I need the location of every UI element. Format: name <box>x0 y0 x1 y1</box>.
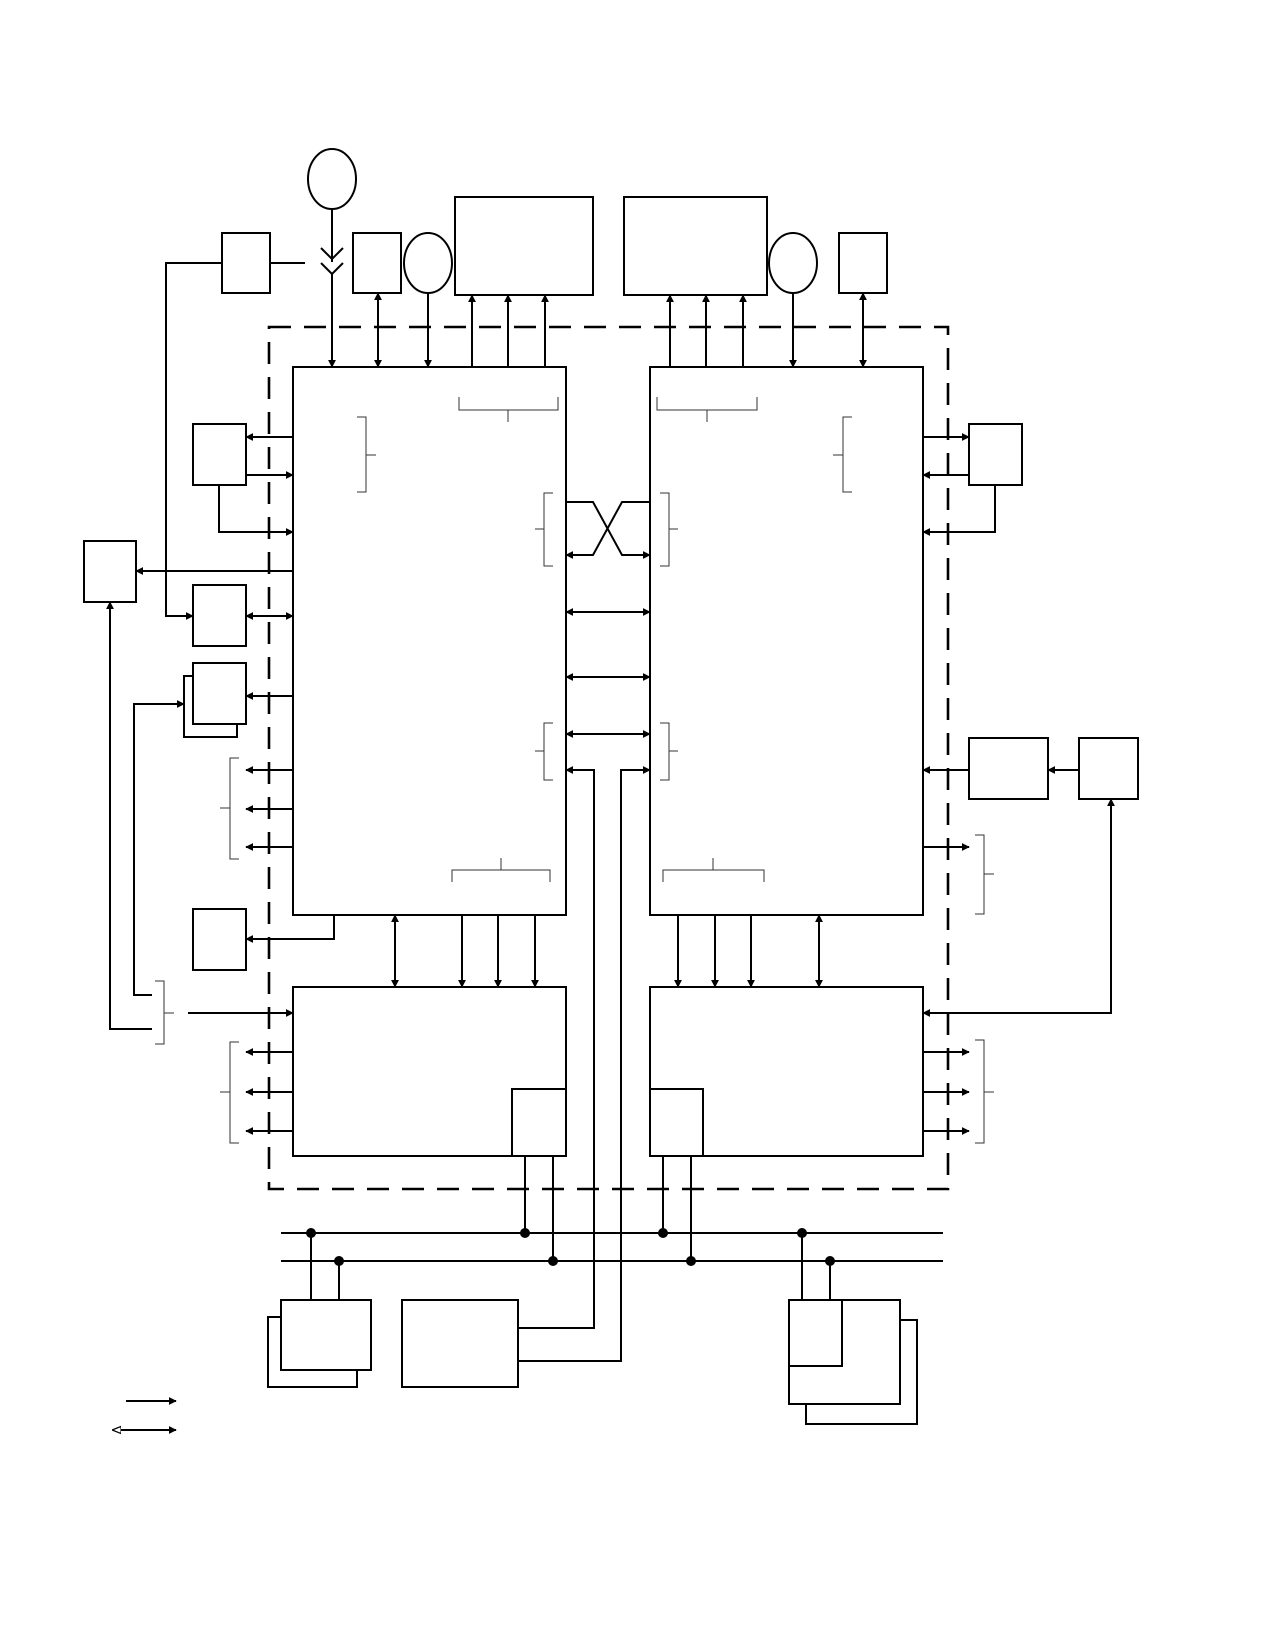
top-large-box-right <box>623 196 768 296</box>
bottom-center-box <box>401 1299 519 1388</box>
annotation-bracket <box>155 980 165 1045</box>
top-circle-left <box>403 232 453 294</box>
crossover-b <box>565 501 650 559</box>
bottom-box-to-left-main <box>518 766 595 1329</box>
bottom-left-box <box>280 1299 372 1371</box>
right-main-block <box>649 366 924 916</box>
annotation-bracket <box>975 1039 985 1144</box>
connector-symbol-lower <box>320 262 344 276</box>
bus-junction <box>334 1256 344 1266</box>
right-box-2 <box>968 737 1049 800</box>
bus-junction <box>825 1256 835 1266</box>
left-main-block <box>292 366 567 916</box>
top-left-small-box <box>221 232 271 294</box>
right-box-1-feedback <box>922 485 996 536</box>
bus-junction <box>658 1228 668 1238</box>
left-box-1 <box>192 423 247 486</box>
top-large-box-left <box>454 196 594 296</box>
loop-to-left-box-3 <box>133 700 185 996</box>
top-box-b <box>838 232 888 294</box>
bottom-box-to-right-main <box>518 766 651 1362</box>
left-box-3 <box>192 662 247 725</box>
bus-junction <box>306 1228 316 1238</box>
bus-junction <box>797 1228 807 1238</box>
left-box-1-feedback <box>218 485 294 536</box>
top-box-a <box>352 232 402 294</box>
loop-to-far-left-box <box>106 601 152 1030</box>
bus-junction <box>686 1256 696 1266</box>
left-main-to-left-box-4 <box>245 915 335 943</box>
right-box-3 <box>1078 737 1139 800</box>
annotation-bracket <box>229 757 239 860</box>
left-box-4 <box>192 908 247 971</box>
bottom-right-inner-box <box>788 1299 843 1367</box>
connector-symbol-upper <box>320 247 344 261</box>
top-circle-right <box>768 232 818 294</box>
annotation-bracket <box>229 1041 239 1144</box>
bus-junction <box>548 1256 558 1266</box>
bus-junction <box>520 1228 530 1238</box>
top-sensor-circle <box>307 148 357 210</box>
right-lower-to-right-box-3 <box>922 798 1115 1017</box>
right-box-1 <box>968 423 1023 486</box>
annotation-bracket <box>975 834 985 915</box>
legend <box>113 1397 177 1430</box>
far-left-box <box>83 540 137 603</box>
left-box-2 <box>192 584 247 647</box>
right-lower-subblock <box>649 1088 704 1157</box>
top-left-box-route <box>165 262 222 620</box>
left-lower-subblock <box>511 1088 567 1157</box>
